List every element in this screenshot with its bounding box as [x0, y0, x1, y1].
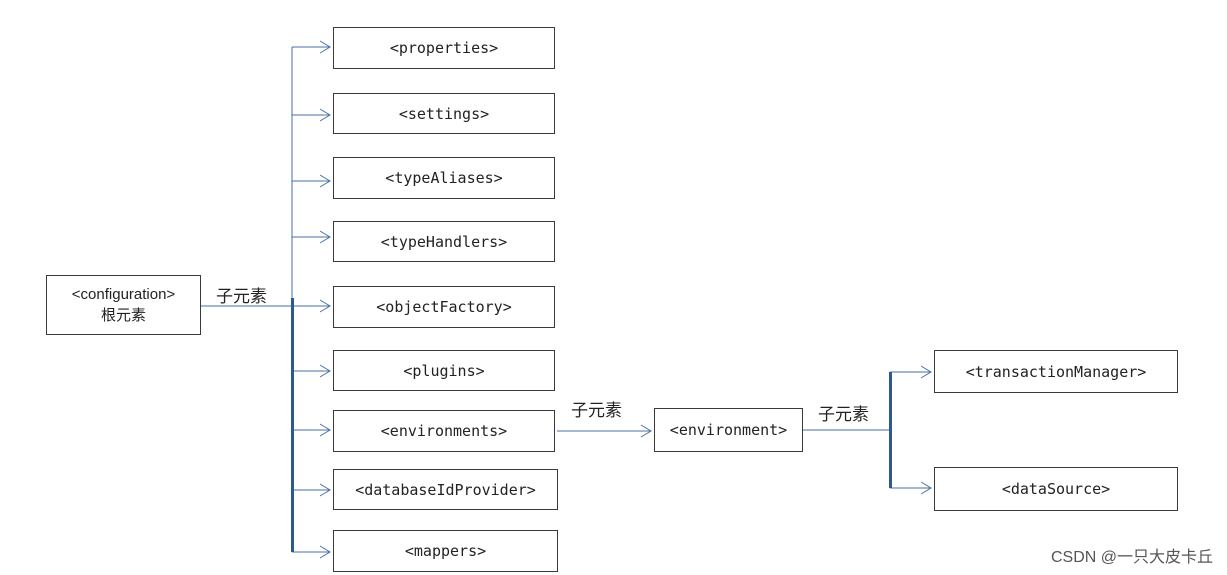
- arrowhead-properties: [319, 40, 331, 54]
- edge-label-environments-environment: 子元素: [571, 401, 622, 421]
- edge-label-environment-children: 子元素: [818, 405, 869, 425]
- root-subtitle: 根元素: [100, 307, 146, 324]
- arrowhead-datasource: [920, 481, 932, 495]
- node-environments: <environments>: [333, 410, 555, 452]
- node-environment: <environment>: [654, 408, 803, 452]
- arrowhead-settings: [319, 108, 331, 122]
- trunk-highlight-bar: [291, 298, 294, 552]
- arrowhead-typehandlers: [319, 230, 331, 244]
- node-properties: <properties>: [333, 27, 555, 69]
- node-databaseidprovider: <databaseIdProvider>: [333, 469, 558, 510]
- node-settings: <settings>: [333, 93, 555, 134]
- arrowhead-databaseidprovider: [319, 483, 331, 497]
- env-trunk-highlight-bar: [889, 372, 892, 488]
- arrowhead-environments: [319, 423, 331, 437]
- arrowhead-objectfactory: [319, 299, 331, 313]
- arrowhead-typealiases: [319, 174, 331, 188]
- node-typealiases: <typeAliases>: [333, 157, 555, 199]
- node-transactionmanager: <transactionManager>: [934, 350, 1178, 393]
- root-configuration-node: <configuration> 根元素: [46, 275, 201, 335]
- node-datasource: <dataSource>: [934, 467, 1178, 511]
- root-tag: <configuration>: [71, 286, 176, 303]
- node-typehandlers: <typeHandlers>: [333, 221, 555, 262]
- watermark-text: CSDN @一只大皮卡丘: [1050, 549, 1213, 566]
- node-mappers: <mappers>: [333, 530, 558, 572]
- node-objectfactory: <objectFactory>: [333, 286, 555, 328]
- arrowhead-mappers: [319, 545, 331, 559]
- arrowhead-plugins: [319, 364, 331, 378]
- arrowhead-transactionmanager: [920, 365, 932, 379]
- edge-label-root-children: 子元素: [216, 287, 267, 307]
- arrowhead-environment: [640, 424, 652, 438]
- node-plugins: <plugins>: [333, 350, 555, 391]
